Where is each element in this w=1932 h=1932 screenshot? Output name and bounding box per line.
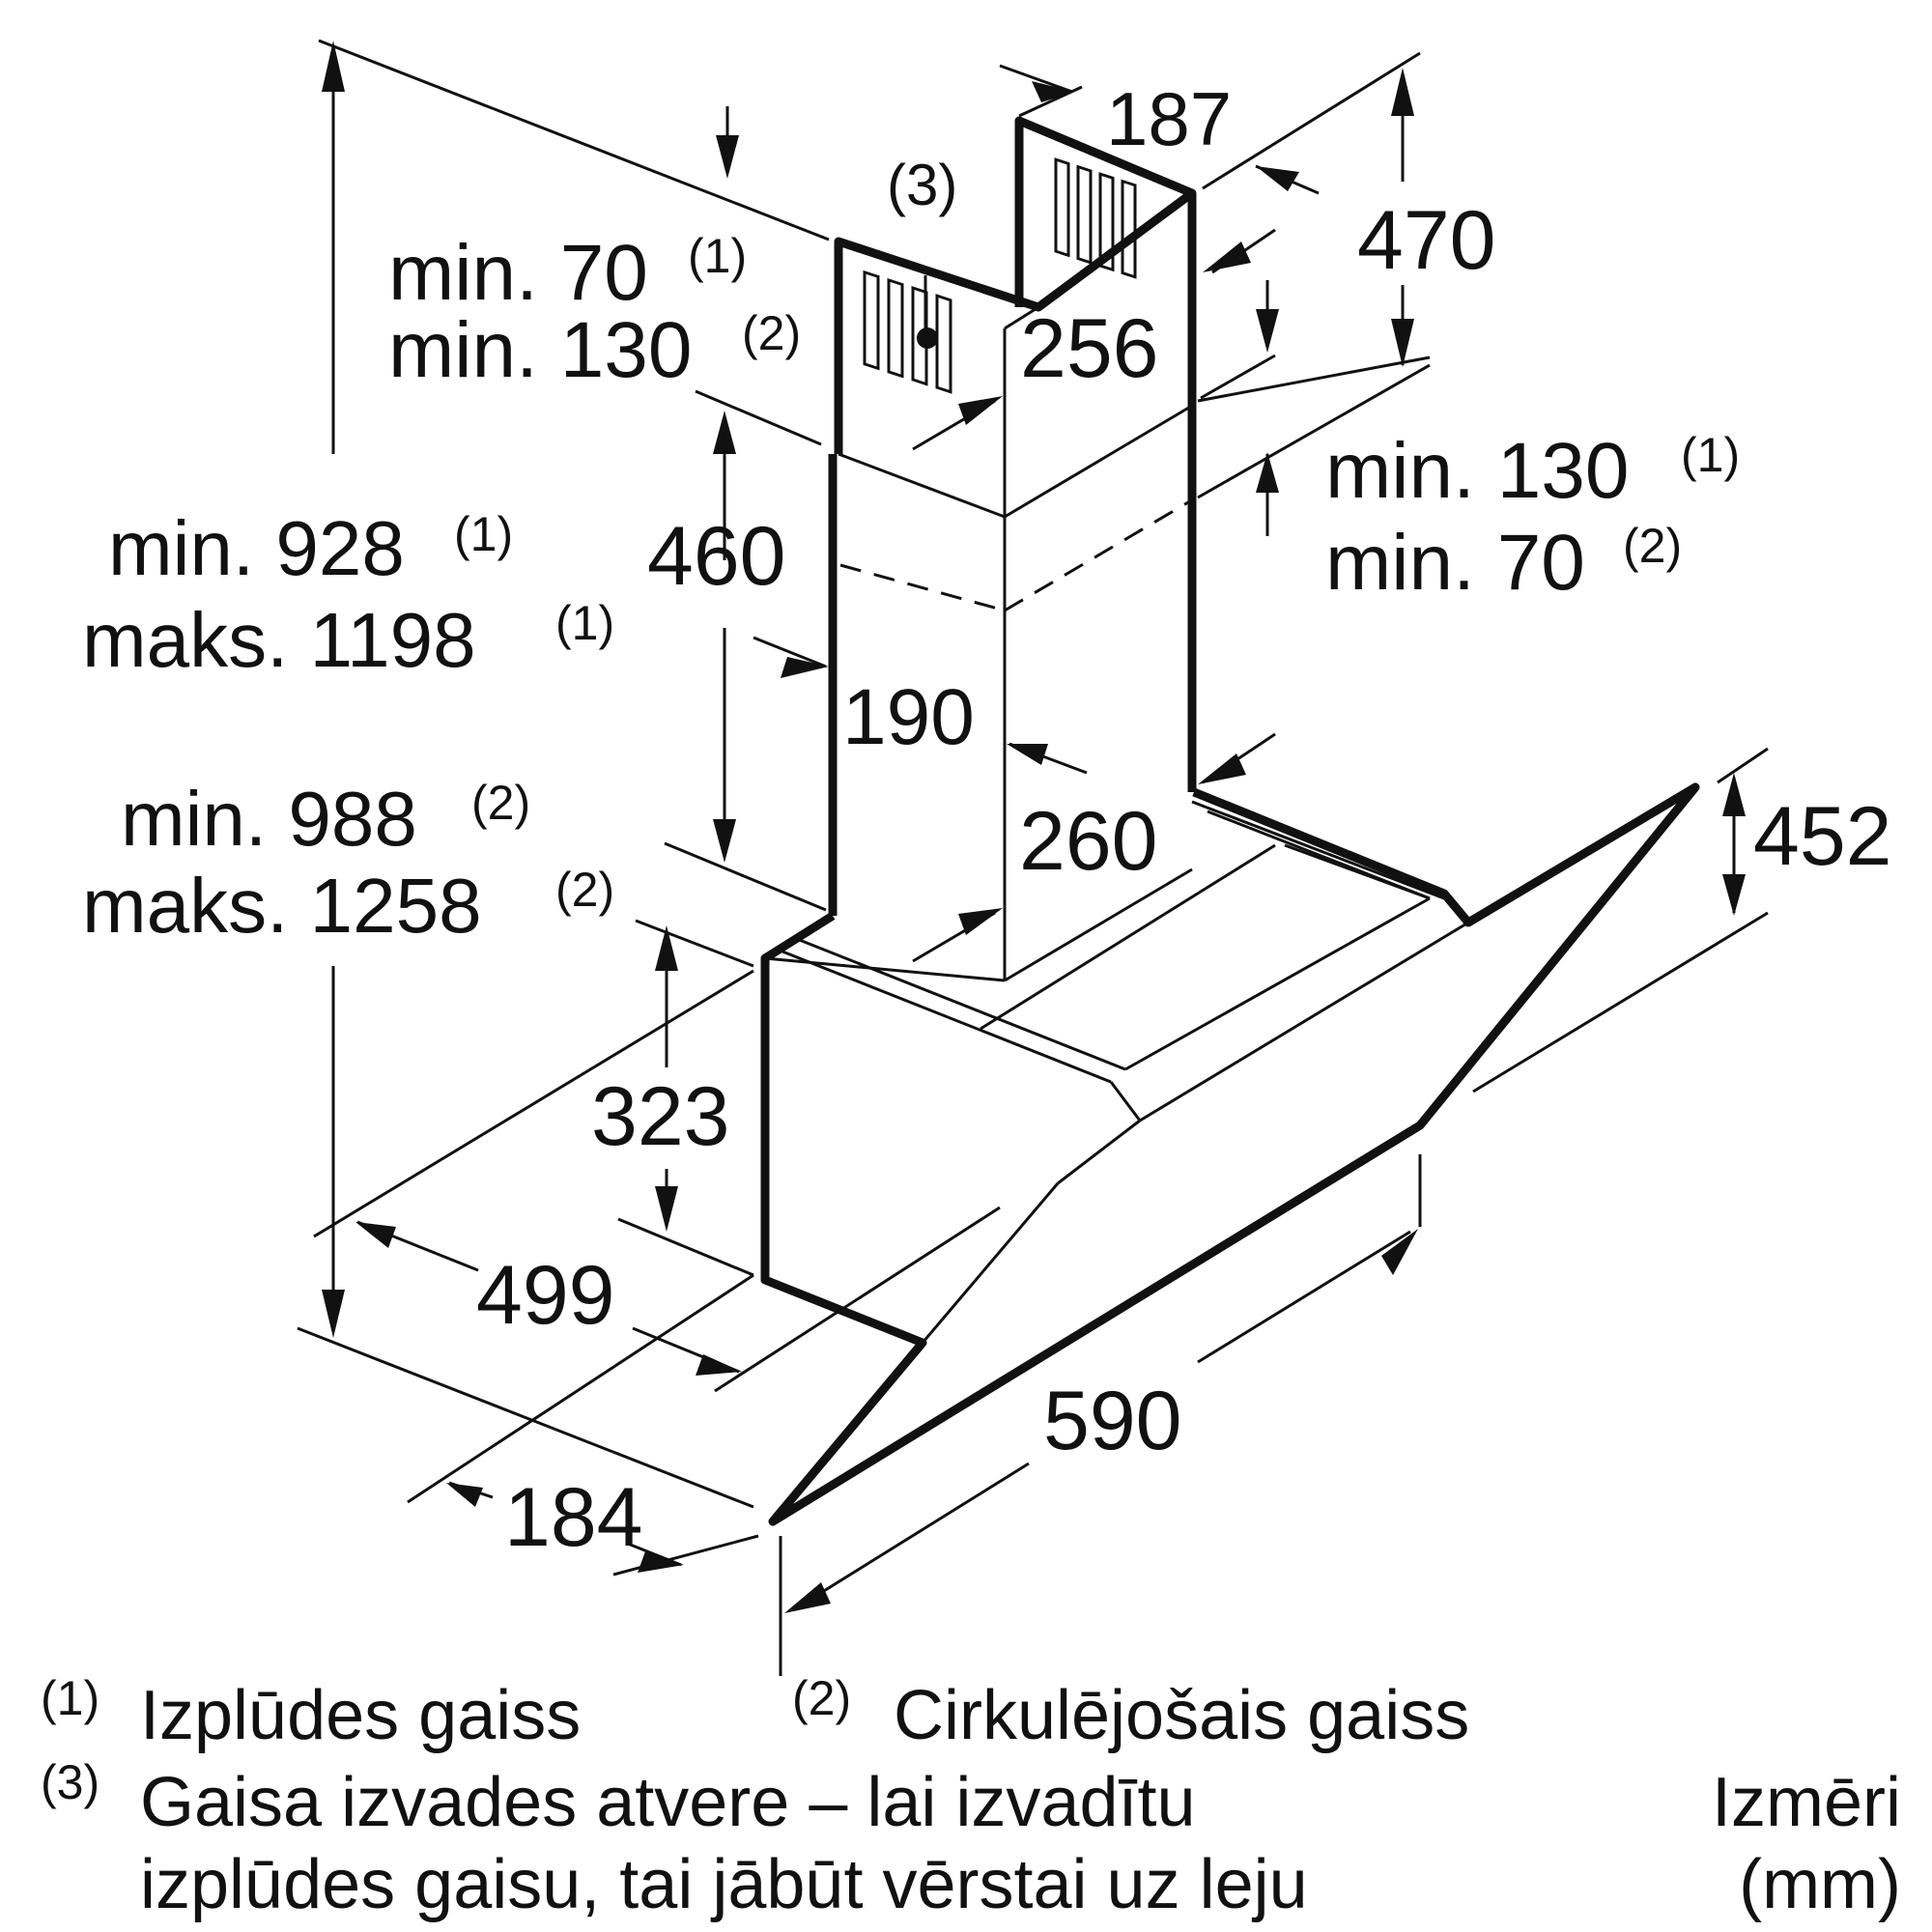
exhaust-min-ref: (1) bbox=[454, 507, 513, 561]
right-line2-ref: (2) bbox=[1623, 519, 1682, 573]
ref-3-label: (3) bbox=[887, 153, 957, 217]
units-line2: (mm) bbox=[1739, 1846, 1901, 1923]
footnote-3-marker: (3) bbox=[41, 1755, 99, 1809]
footnote-3-line1: Gaisa izvades atvere – lai izvadītu bbox=[140, 1764, 1196, 1841]
top-left-line1-value: min. 70 bbox=[388, 229, 648, 317]
clearance-right: min. 130 (1) min. 70 (2) bbox=[1325, 427, 1740, 607]
height-recirculation: min. 988 (2) maks. 1258 (2) bbox=[82, 776, 614, 949]
recirc-min-value: min. 988 bbox=[121, 776, 417, 862]
dim-190: 190 bbox=[842, 673, 975, 761]
footnote-3-line2: izplūdes gaisu, tai jābūt vērstai uz lej… bbox=[140, 1846, 1308, 1923]
dim-590: 590 bbox=[1043, 1375, 1182, 1467]
vent-grille-right bbox=[1054, 157, 1137, 279]
dim-256: 256 bbox=[1020, 302, 1159, 395]
exhaust-min-value: min. 928 bbox=[108, 505, 405, 591]
dimension-labels: 187 470 256 460 190 260 452 323 499 590 … bbox=[476, 76, 1892, 1564]
recirc-max-ref: (2) bbox=[555, 863, 614, 917]
footnote-2-text: Cirkulējošais gaiss bbox=[894, 1677, 1469, 1754]
footnotes: (1) Izplūdes gaiss (2) Cirkulējošais gai… bbox=[41, 1671, 1469, 1923]
dim-187: 187 bbox=[1106, 76, 1232, 161]
vent-grille-left bbox=[863, 270, 952, 394]
recirc-max-value: maks. 1258 bbox=[82, 863, 482, 949]
dim-460: 460 bbox=[647, 510, 786, 603]
dim-470: 470 bbox=[1357, 194, 1496, 287]
dim-260: 260 bbox=[1019, 795, 1158, 888]
top-left-line1-ref: (1) bbox=[688, 229, 747, 283]
outlet-dot bbox=[917, 327, 938, 349]
upper-chimney-back bbox=[1014, 116, 1194, 307]
units-line1: Izmēri bbox=[1712, 1764, 1901, 1841]
right-line1-ref: (1) bbox=[1681, 428, 1740, 482]
footnote-1-marker: (1) bbox=[41, 1671, 99, 1725]
units-note: Izmēri (mm) bbox=[1712, 1764, 1901, 1923]
height-exhaust: min. 928 (1) maks. 1198 (1) bbox=[82, 505, 614, 683]
exhaust-max-ref: (1) bbox=[555, 596, 614, 650]
dim-499: 499 bbox=[476, 1249, 615, 1342]
hood-details bbox=[764, 305, 1469, 1344]
right-line2-value: min. 70 bbox=[1325, 519, 1585, 607]
dim-184: 184 bbox=[504, 1471, 643, 1564]
top-left-line2-value: min. 130 bbox=[388, 306, 693, 394]
recirc-min-ref: (2) bbox=[471, 776, 530, 830]
footnote-2-marker: (2) bbox=[792, 1671, 851, 1725]
exhaust-max-value: maks. 1198 bbox=[82, 597, 476, 683]
right-line1-value: min. 130 bbox=[1325, 427, 1630, 515]
arrowheads bbox=[322, 41, 1746, 1613]
clearance-top-left: min. 70 (1) min. 130 (2) bbox=[388, 229, 801, 394]
footnote-1-text: Izplūdes gaiss bbox=[140, 1677, 581, 1754]
dim-323: 323 bbox=[591, 1070, 730, 1163]
canopy bbox=[760, 782, 1700, 1526]
dim-452: 452 bbox=[1753, 790, 1892, 883]
top-left-line2-ref: (2) bbox=[742, 306, 801, 360]
